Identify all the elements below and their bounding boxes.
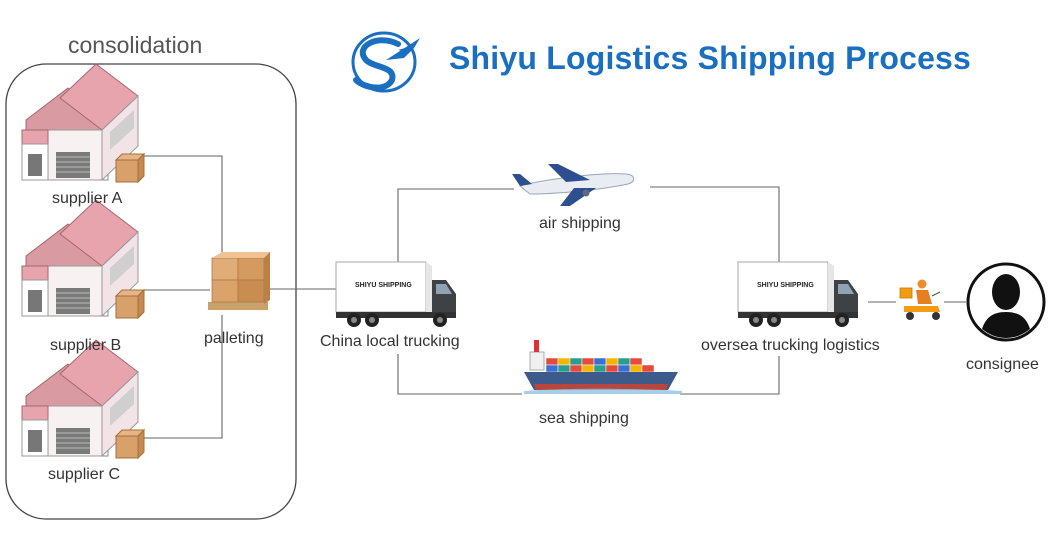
connector-supplier-a: [142, 155, 223, 262]
page-title: Shiyu Logistics Shipping Process: [449, 40, 972, 76]
shiyu-logo-icon: [351, 31, 420, 93]
china-trucking-label: China local trucking: [320, 333, 460, 350]
supplier-c-label: supplier C: [48, 466, 121, 483]
connector-air-oversea: [650, 186, 780, 262]
oversea-trucking-label: oversea trucking logistics: [701, 337, 880, 354]
consolidation-title: consolidation: [68, 32, 203, 58]
connector-truck-sea: [397, 354, 522, 395]
delivery-scooter-icon: [899, 279, 941, 320]
airplane-icon: [512, 164, 635, 206]
connector-truck-air: [397, 188, 514, 262]
oversea-truck-icon: SHIYU SHIPPING: [737, 261, 859, 328]
china-truck-icon: SHIYU SHIPPING: [335, 261, 457, 328]
connector-lines: [140, 155, 966, 439]
palleting-label: palleting: [204, 330, 264, 347]
supplier-a-warehouse-icon: [21, 63, 145, 183]
person-avatar-icon: [966, 262, 1046, 342]
consignee-label: consignee: [966, 356, 1039, 373]
connector-supplier-c: [142, 315, 223, 439]
consolidation-group-box: [5, 63, 297, 520]
connector-sea-oversea: [680, 356, 780, 395]
supplier-a-label: supplier A: [52, 190, 123, 207]
china-truck-text: SHIYU SHIPPING: [355, 282, 412, 289]
oversea-truck-text: SHIYU SHIPPING: [757, 282, 814, 289]
air-shipping-label: air shipping: [539, 215, 621, 232]
supplier-c-warehouse-icon: [21, 339, 145, 459]
supplier-b-label: supplier B: [50, 337, 122, 354]
pallet-boxes-icon: [208, 252, 270, 310]
container-ship-icon: [524, 340, 682, 394]
sea-shipping-label: sea shipping: [539, 410, 629, 427]
supplier-b-warehouse-icon: [21, 199, 145, 319]
